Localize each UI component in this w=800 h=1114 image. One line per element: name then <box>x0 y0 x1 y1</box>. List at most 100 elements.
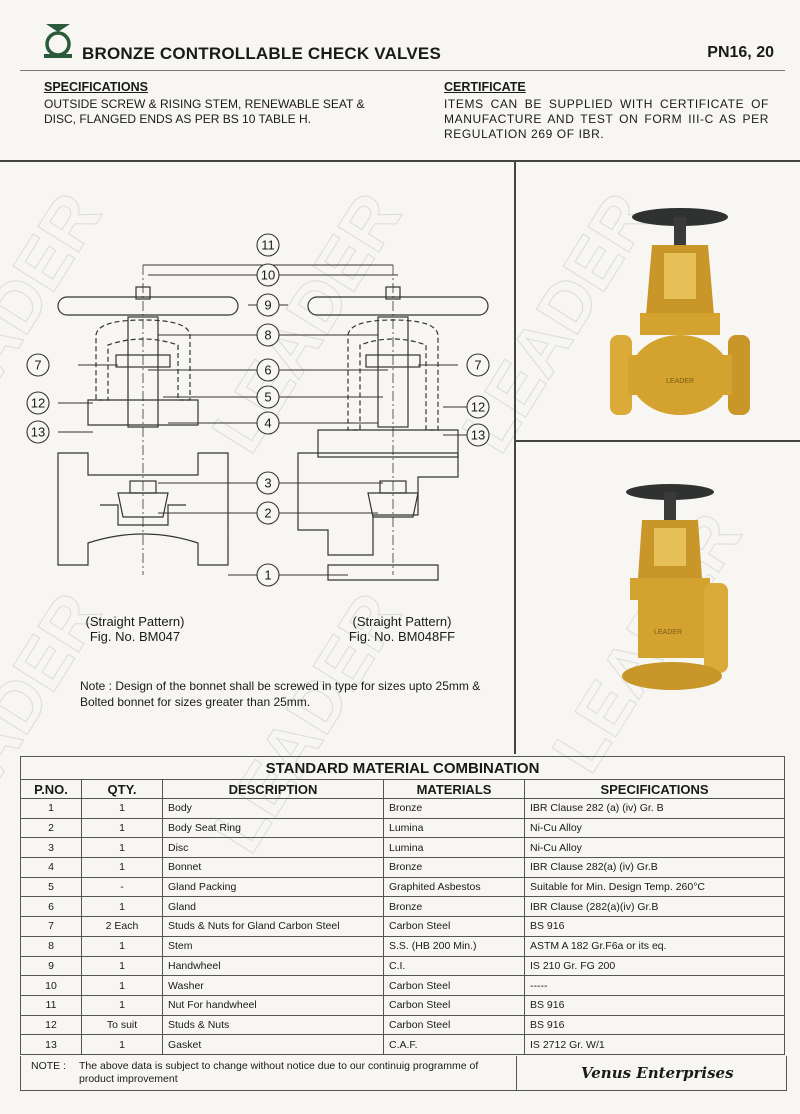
part-callout: 5 <box>256 385 280 409</box>
cell-description: Disc <box>162 837 384 859</box>
svg-text:3: 3 <box>264 476 271 491</box>
pressure-rating: PN16, 20 <box>707 44 774 61</box>
cell-description: Handwheel <box>162 955 384 977</box>
right-caption-pattern: (Straight Pattern) <box>352 614 452 629</box>
footer-note: NOTE : The above data is subject to chan… <box>20 1056 787 1091</box>
cell-qty: 1 <box>81 994 163 1016</box>
part-callout: 7 <box>466 353 490 377</box>
cell-material: Carbon Steel <box>383 975 525 996</box>
cell-material: Carbon Steel <box>383 1014 525 1036</box>
svg-text:13: 13 <box>31 425 45 440</box>
svg-text:12: 12 <box>31 396 45 411</box>
vertical-divider <box>514 162 516 754</box>
col-specifications: SPECIFICATIONS <box>524 779 785 799</box>
col-materials: MATERIALS <box>383 779 525 799</box>
cell-description: Studs & Nuts for Gland Carbon Steel <box>162 916 384 937</box>
cell-pno: 5 <box>20 876 82 898</box>
cell-specification: IS 210 Gr. FG 200 <box>524 955 785 977</box>
footer-label: NOTE : <box>31 1060 67 1072</box>
cell-material: Bronze <box>383 798 525 819</box>
cell-pno: 4 <box>20 857 82 878</box>
part-callout: 3 <box>256 471 280 495</box>
cell-pno: 12 <box>20 1014 82 1036</box>
part-callout: 12 <box>26 391 50 415</box>
cell-qty: 1 <box>81 817 163 839</box>
right-caption-figure: Fig. No. BM048FF <box>348 629 456 644</box>
part-callout: 12 <box>466 395 490 419</box>
cell-material: Graphited Asbestos <box>383 876 525 898</box>
svg-text:2: 2 <box>264 506 271 521</box>
cell-pno: 10 <box>20 975 82 996</box>
page-title: BRONZE CONTROLLABLE CHECK VALVES <box>82 44 441 63</box>
cell-pno: 11 <box>20 994 82 1016</box>
part-callout: 11 <box>256 233 280 257</box>
cell-specification: ASTM A 182 Gr.F6a or its eq. <box>524 935 785 957</box>
section-divider <box>0 160 800 162</box>
specifications-heading: SPECIFICATIONS <box>44 80 148 94</box>
footer-divider <box>516 1056 517 1090</box>
col-qty: QTY. <box>81 779 163 799</box>
photo-divider <box>516 440 800 442</box>
cell-description: Gasket <box>162 1034 384 1055</box>
cell-material: Carbon Steel <box>383 916 525 937</box>
cell-pno: 1 <box>20 798 82 819</box>
cell-specification: BS 916 <box>524 1014 785 1036</box>
cell-description: Bonnet <box>162 857 384 878</box>
cell-qty: 1 <box>81 837 163 859</box>
svg-text:10: 10 <box>261 268 275 283</box>
cell-qty: 1 <box>81 896 163 918</box>
svg-text:11: 11 <box>261 238 275 253</box>
cell-pno: 3 <box>20 837 82 859</box>
svg-text:12: 12 <box>471 400 485 415</box>
cell-material: Bronze <box>383 896 525 918</box>
col-description: DESCRIPTION <box>162 779 384 799</box>
table-title: STANDARD MATERIAL COMBINATION <box>20 756 785 780</box>
cell-pno: 13 <box>20 1034 82 1055</box>
svg-text:7: 7 <box>474 358 481 373</box>
leader-logo-icon <box>44 24 72 58</box>
valve-body-marking: LEADER <box>666 378 694 385</box>
cell-description: Studs & Nuts <box>162 1014 384 1036</box>
cell-description: Gland <box>162 896 384 918</box>
part-callout: 1 <box>256 563 280 587</box>
cell-specification: IS 2712 Gr. W/1 <box>524 1034 785 1055</box>
part-callout: 10 <box>256 263 280 287</box>
cell-specification: IBR Clause 282(a) (iv) Gr.B <box>524 857 785 878</box>
cell-material: S.S. (HB 200 Min.) <box>383 935 525 957</box>
cell-material: Carbon Steel <box>383 994 525 1016</box>
cell-qty: 1 <box>81 857 163 878</box>
specifications-text: OUTSIDE SCREW & RISING STEM, RENEWABLE S… <box>44 97 365 126</box>
cell-description: Nut For handwheel <box>162 994 384 1016</box>
svg-text:9: 9 <box>264 298 271 313</box>
svg-text:4: 4 <box>264 416 271 431</box>
certificate-heading: CERTIFICATE <box>444 80 526 94</box>
left-valve-outline <box>57 286 239 566</box>
part-callout: 2 <box>256 501 280 525</box>
cell-specification: BS 916 <box>524 916 785 937</box>
design-note: Note : Design of the bonnet shall be scr… <box>80 679 481 709</box>
cell-description: Stem <box>162 935 384 957</box>
cell-qty: 2 Each <box>81 916 163 937</box>
cell-material: C.A.F. <box>383 1034 525 1055</box>
material-table: STANDARD MATERIAL COMBINATION P.NO. QTY.… <box>20 756 785 1055</box>
angle-valve-photo: LEADER <box>622 484 728 690</box>
cell-material: Lumina <box>383 837 525 859</box>
cell-qty: 1 <box>81 955 163 977</box>
straight-valve-photo: LEADER <box>610 208 750 415</box>
cell-qty: 1 <box>81 798 163 819</box>
left-caption-pattern: (Straight Pattern) <box>85 614 185 629</box>
svg-text:7: 7 <box>34 358 41 373</box>
cell-specification: Ni-Cu Alloy <box>524 817 785 839</box>
cell-specification: BS 916 <box>524 994 785 1016</box>
cell-specification: IBR Clause (282(a)(iv) Gr.B <box>524 896 785 918</box>
cell-qty: 1 <box>81 935 163 957</box>
part-callout: 13 <box>26 420 50 444</box>
cell-specification: IBR Clause 282 (a) (iv) Gr. B <box>524 798 785 819</box>
cell-pno: 7 <box>20 916 82 937</box>
